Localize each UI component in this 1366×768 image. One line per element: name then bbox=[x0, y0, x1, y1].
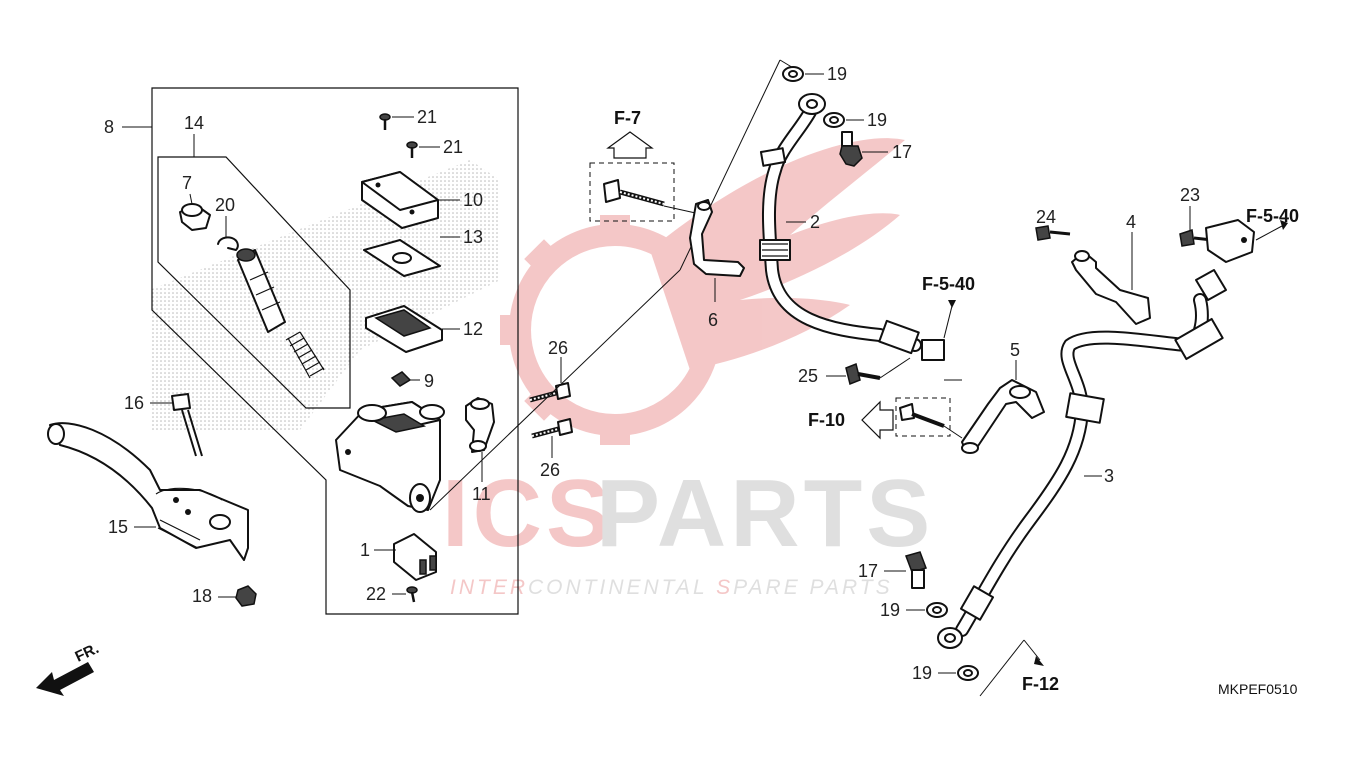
reference-box-f10 bbox=[895, 397, 951, 437]
callout-17-b: 17 bbox=[858, 561, 878, 581]
part-3-brake-hose-lower bbox=[937, 293, 1224, 649]
part-1-brake-switch bbox=[393, 533, 437, 581]
part-bolt-f7 bbox=[603, 179, 665, 207]
callout-15: 15 bbox=[108, 517, 128, 537]
part-bolt-f10 bbox=[899, 403, 945, 428]
part-25-bolt bbox=[845, 362, 881, 386]
part-17-banjo-bolt bbox=[839, 131, 863, 167]
callout-25: 25 bbox=[798, 366, 818, 386]
part-21-screw bbox=[379, 113, 391, 130]
callout-19-c: 19 bbox=[880, 600, 900, 620]
reference-f7: F-7 bbox=[614, 108, 641, 128]
callout-19-a: 19 bbox=[827, 64, 847, 84]
callout-24: 24 bbox=[1036, 207, 1056, 227]
reference-arrow-icon bbox=[1280, 220, 1288, 230]
watermark-brand-right: PARTS bbox=[596, 460, 934, 567]
part-4-hose-bracket bbox=[1071, 250, 1151, 325]
guide-line bbox=[979, 639, 1025, 697]
part-7-boot bbox=[179, 203, 211, 231]
part-12-diaphragm bbox=[365, 305, 443, 353]
callout-20: 20 bbox=[215, 195, 235, 215]
part-10-reservoir-cover bbox=[361, 171, 439, 229]
callout-21-b: 21 bbox=[443, 137, 463, 157]
reference-arrow-icon bbox=[861, 400, 894, 440]
part-hose-joint-right bbox=[1195, 219, 1255, 301]
diagram-code: MKPEF0510 bbox=[1218, 681, 1298, 697]
callout-5: 5 bbox=[1010, 340, 1020, 360]
part-15-brake-lever bbox=[47, 422, 249, 561]
callout-16: 16 bbox=[124, 393, 144, 413]
front-arrow-label: FR. bbox=[73, 640, 102, 666]
callout-13: 13 bbox=[463, 227, 483, 247]
watermark-tagline-part: S bbox=[716, 576, 733, 599]
part-spring bbox=[285, 331, 325, 379]
part-hose-joint-bracket bbox=[921, 339, 945, 361]
part-master-cylinder-body bbox=[335, 401, 445, 513]
reference-f12: F-12 bbox=[1022, 674, 1059, 694]
part-11-holder-clamp bbox=[465, 397, 495, 453]
reference-f5-40-right: F-5-40 bbox=[1246, 206, 1299, 226]
part-17-banjo-bolt bbox=[905, 551, 927, 589]
callout-3: 3 bbox=[1104, 466, 1114, 486]
callout-11: 11 bbox=[472, 484, 491, 504]
callout-8: 8 bbox=[104, 117, 114, 137]
part-26-bolt bbox=[531, 418, 573, 439]
part-18-nut bbox=[235, 585, 257, 607]
callout-19-d: 19 bbox=[912, 663, 932, 683]
part-20-circlip bbox=[217, 236, 239, 251]
watermark-tagline-part: CONTINENTAL bbox=[528, 576, 716, 599]
callout-26-a: 26 bbox=[548, 338, 568, 358]
part-piston bbox=[236, 248, 286, 333]
front-direction-arrow-icon: FR. bbox=[36, 640, 102, 696]
part-5-hose-bracket bbox=[961, 379, 1045, 454]
part-19-washer bbox=[926, 602, 948, 618]
callout-18: 18 bbox=[192, 586, 212, 606]
part-13-diaphragm-plate bbox=[363, 239, 441, 277]
part-2-brake-hose-upper bbox=[759, 93, 922, 355]
reference-arrow-icon bbox=[606, 131, 654, 159]
callout-22: 22 bbox=[366, 584, 386, 604]
part-6-hose-clamp bbox=[689, 199, 745, 277]
reference-box-f7 bbox=[589, 162, 675, 222]
callout-19-b: 19 bbox=[867, 110, 887, 130]
reference-arrow-icon bbox=[948, 300, 956, 308]
part-22-screw bbox=[406, 586, 418, 603]
watermark-tagline-part: INTER bbox=[450, 576, 528, 599]
callout-6: 6 bbox=[708, 310, 718, 330]
assembly-frame-8 bbox=[151, 87, 519, 615]
callout-9: 9 bbox=[424, 371, 434, 391]
callout-17-a: 17 bbox=[892, 142, 912, 162]
assembly-frame-14 bbox=[157, 156, 351, 409]
callout-10: 10 bbox=[463, 190, 483, 210]
part-16-pivot-bolt bbox=[171, 393, 203, 457]
reference-f10: F-10 bbox=[808, 410, 845, 430]
callout-2: 2 bbox=[810, 212, 820, 232]
part-24-bolt bbox=[1035, 225, 1071, 241]
watermark-brand-left: ICS bbox=[442, 460, 614, 567]
reference-f5-40-middle: F-5-40 bbox=[922, 274, 975, 294]
callout-14: 14 bbox=[184, 113, 204, 133]
reference-arrow-icon bbox=[1034, 656, 1044, 666]
callout-26-b: 26 bbox=[540, 460, 560, 480]
part-21-screw bbox=[406, 141, 418, 158]
watermark-logo: ICS PARTS INTERCONTINENTAL SPARE PARTS bbox=[442, 138, 934, 599]
part-19-washer bbox=[957, 665, 979, 681]
part-9-screw bbox=[390, 371, 412, 387]
guide-line bbox=[429, 269, 681, 511]
watermark-tagline: INTERCONTINENTAL SPARE PARTS bbox=[450, 576, 893, 599]
shading-band bbox=[150, 160, 500, 430]
callout-4: 4 bbox=[1126, 212, 1136, 232]
callout-21-a: 21 bbox=[417, 107, 437, 127]
part-19-washer bbox=[823, 112, 845, 128]
callout-7: 7 bbox=[182, 173, 192, 193]
part-19-washer bbox=[782, 66, 804, 82]
callout-12: 12 bbox=[463, 319, 483, 339]
callout-23: 23 bbox=[1180, 185, 1200, 205]
watermark-tagline-part: PARE PARTS bbox=[733, 576, 893, 599]
part-26-bolt bbox=[529, 382, 571, 403]
callout-1: 1 bbox=[360, 540, 370, 560]
